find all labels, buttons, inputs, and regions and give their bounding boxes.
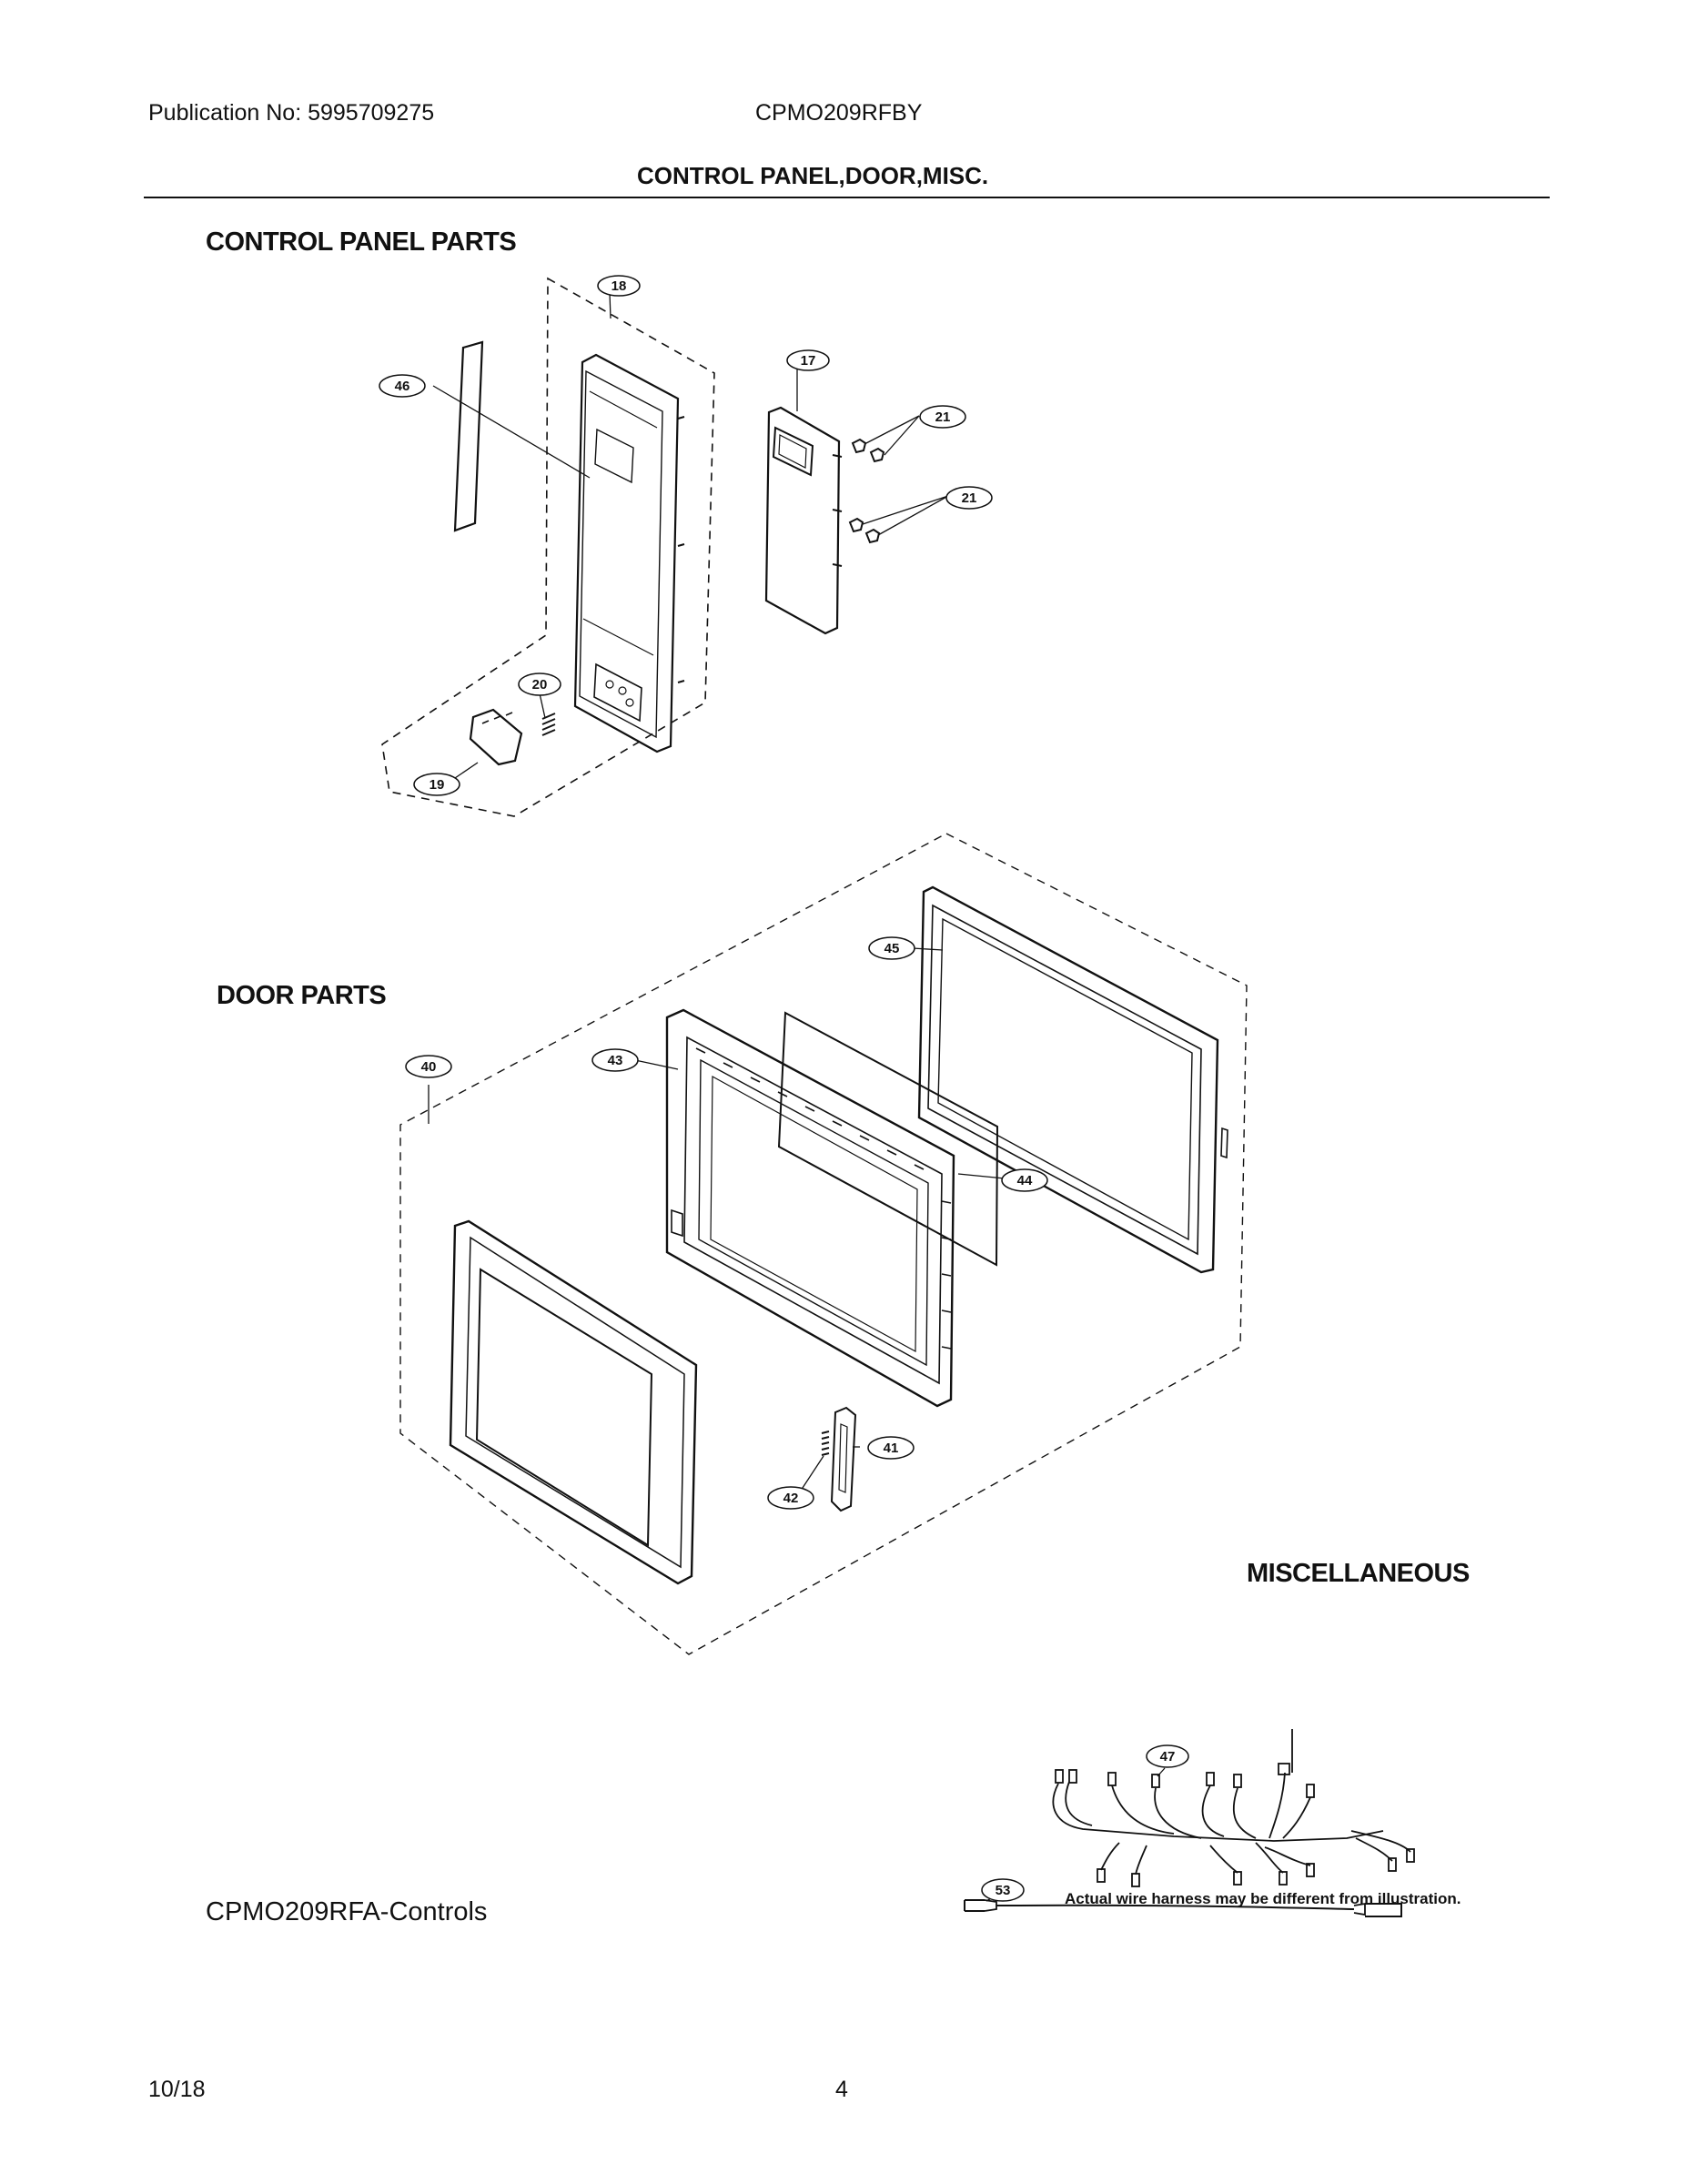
footer-page-number: 4 [835,2077,848,2102]
model-number: CPMO209RFBY [755,100,923,126]
callout-42: 42 [767,1486,814,1510]
callout-47-label: 47 [1160,1749,1176,1764]
callout-19: 19 [413,773,460,796]
control-panel-assembly-outline [381,277,715,817]
door-window-film-part-44 [777,1011,999,1267]
callout-21-upper-label: 21 [935,410,951,425]
callout-40: 40 [405,1055,452,1078]
door-section-title: DOOR PARTS [217,981,387,1010]
button-part-19 [469,708,523,766]
door-choke-frame-part-45 [917,885,1228,1274]
callout-21-upper: 21 [919,405,966,429]
publication-number: Publication No: 5995709275 [148,100,435,126]
misc-section-title: MISCELLANEOUS [1247,1559,1470,1588]
outer-door-part-40 [449,1219,698,1585]
callout-47: 47 [1146,1744,1189,1768]
callout-40-label: 40 [421,1059,437,1075]
callout-21-lower-label: 21 [962,490,977,506]
callout-43: 43 [591,1048,639,1072]
callout-44-label: 44 [1017,1173,1033,1188]
callout-41-label: 41 [884,1441,899,1456]
callout-17-label: 17 [801,353,816,369]
callout-53-label: 53 [996,1883,1011,1898]
control-board-part-17 [764,406,843,635]
door-leader-lines [428,947,1006,1494]
callout-44: 44 [1001,1168,1048,1192]
latch-spring-part-42 [821,1431,830,1456]
wire-harness-note: Actual wire harness may be different fro… [1065,1890,1461,1907]
control-panel-section-title: CONTROL PANEL PARTS [206,228,517,257]
door-assembly-outline [399,833,1248,1655]
screws-part-21 [848,438,885,544]
panel-overlay-part-46 [453,340,484,532]
footer-date: 10/18 [148,2077,206,2102]
callout-20-label: 20 [532,677,548,693]
door-group [399,833,1248,1655]
callout-45-label: 45 [884,941,900,956]
door-latch-part-41 [830,1406,857,1512]
callout-46: 46 [379,374,426,398]
drawing-id: CPMO209RFA-Controls [206,1897,488,1926]
misc-group [964,1729,1415,1917]
callout-17: 17 [786,349,830,371]
callout-41: 41 [867,1436,915,1460]
callout-42-label: 42 [783,1491,799,1506]
control-panel-group [381,277,949,817]
spring-part-20 [541,713,556,736]
callout-46-label: 46 [395,379,410,394]
inner-door-frame-part-43 [665,1008,955,1408]
callout-53: 53 [981,1878,1025,1902]
wire-lead-part-53 [964,1899,1402,1917]
header-rule [144,197,1550,198]
callout-43-label: 43 [608,1053,623,1068]
callout-18: 18 [597,275,641,297]
page-title: CONTROL PANEL,DOOR,MISC. [637,162,989,189]
wire-harness-part-47 [1052,1729,1415,1887]
control-panel-frame-part-18 [573,353,685,753]
callout-21-lower: 21 [945,486,993,510]
callout-20: 20 [518,672,561,696]
control-panel-leader-lines [432,292,949,779]
callout-45: 45 [868,936,915,960]
callout-19-label: 19 [430,777,445,793]
callout-18-label: 18 [612,278,627,294]
